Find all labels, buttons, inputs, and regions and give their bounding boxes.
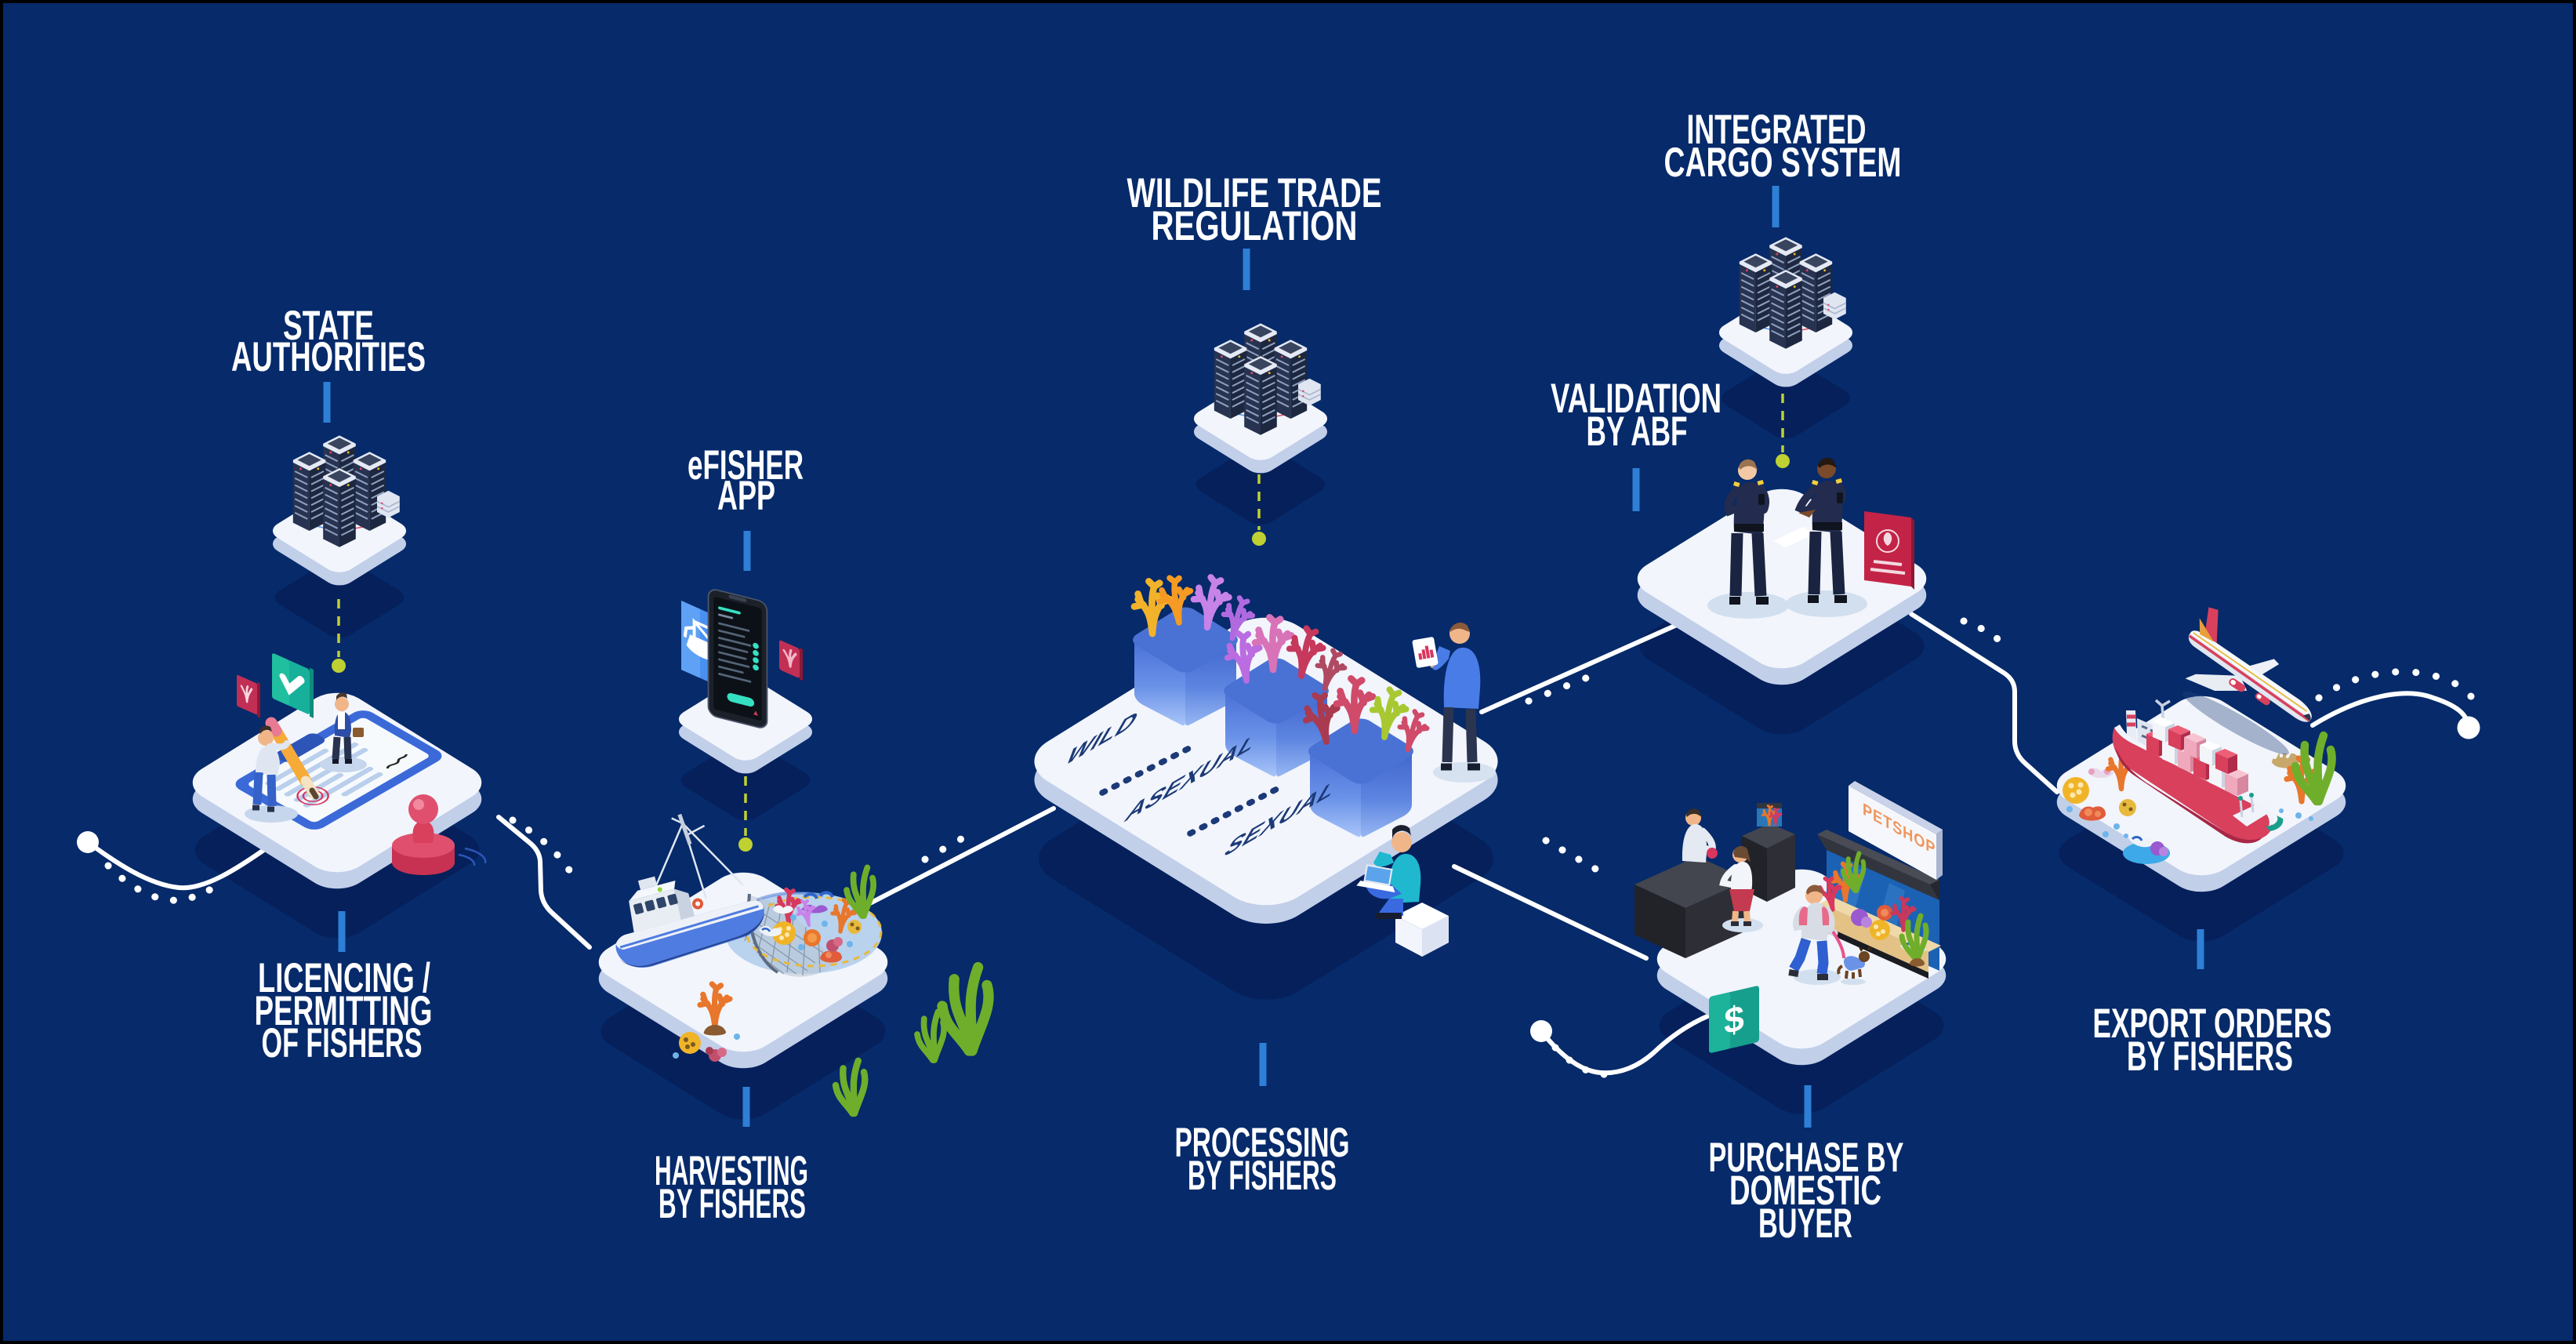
- svg-text:INTEGRATED: INTEGRATED: [1687, 107, 1867, 153]
- svg-text:CARGO SYSTEM: CARGO SYSTEM: [1664, 140, 1902, 186]
- svg-text:REGULATION: REGULATION: [1152, 203, 1358, 249]
- svg-text:WILDLIFE TRADE: WILDLIFE TRADE: [1127, 170, 1382, 216]
- svg-text:STATE: STATE: [283, 303, 374, 349]
- svg-text:PURCHASE BY: PURCHASE BY: [1709, 1135, 1904, 1181]
- svg-text:PROCESSING: PROCESSING: [1175, 1120, 1350, 1166]
- svg-text:eFISHER: eFISHER: [688, 442, 804, 489]
- svg-text:BY FISHERS: BY FISHERS: [659, 1181, 806, 1227]
- svg-text:LICENCING /: LICENCING /: [258, 955, 430, 1001]
- svg-text:OF FISHERS: OF FISHERS: [262, 1020, 423, 1066]
- svg-text:HARVESTING: HARVESTING: [655, 1148, 808, 1194]
- svg-text:BUYER: BUYER: [1758, 1201, 1852, 1247]
- svg-text:VALIDATION: VALIDATION: [1551, 376, 1722, 422]
- svg-text:DOMESTIC: DOMESTIC: [1729, 1168, 1881, 1214]
- svg-text:EXPORT ORDERS: EXPORT ORDERS: [2093, 1001, 2332, 1047]
- svg-text:$: $: [1724, 997, 1744, 1042]
- svg-text:BY FISHERS: BY FISHERS: [1188, 1153, 1337, 1199]
- svg-text:AUTHORITIES: AUTHORITIES: [231, 334, 426, 380]
- svg-text:BY ABF: BY ABF: [1587, 409, 1688, 455]
- svg-text:APP: APP: [717, 473, 775, 519]
- svg-text:BY FISHERS: BY FISHERS: [2127, 1033, 2293, 1080]
- svg-text:PERMITTING: PERMITTING: [255, 988, 433, 1034]
